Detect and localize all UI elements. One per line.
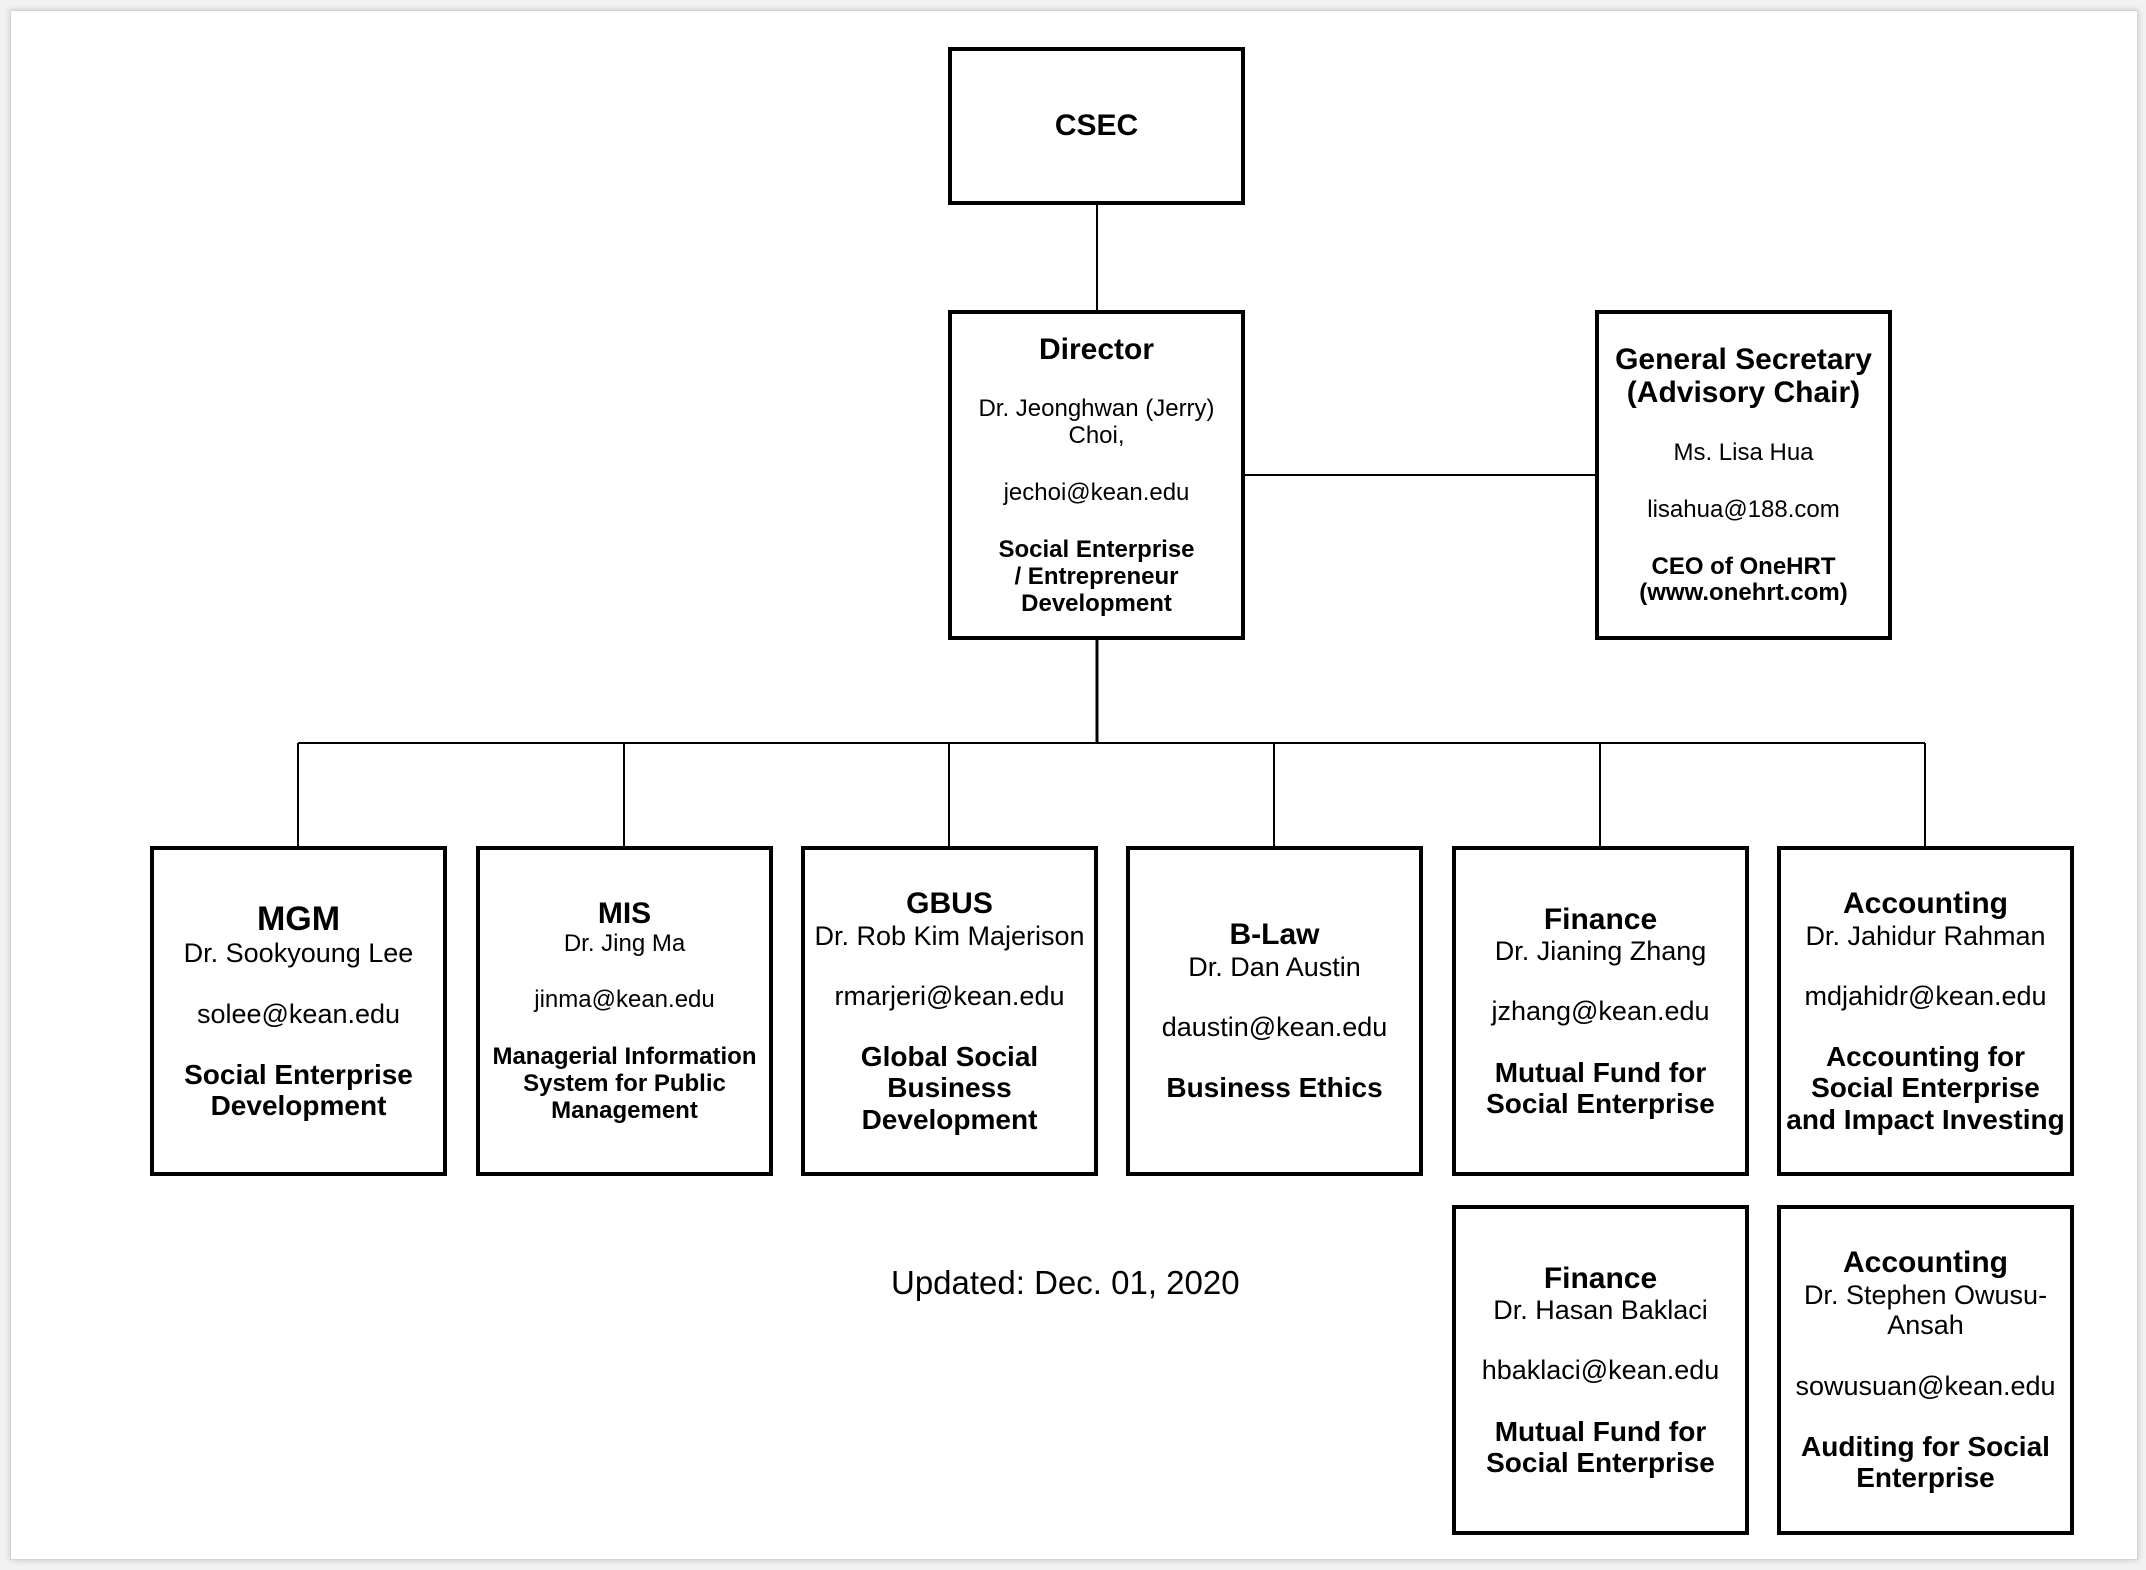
dept-specialty: Business Ethics: [1166, 1072, 1383, 1104]
dept-specialty: Accounting for Social Enterprise and Imp…: [1786, 1040, 2065, 1135]
secretary-box: General Secretary (Advisory Chair) Ms. L…: [1595, 310, 1892, 640]
dept-title: Finance: [1543, 902, 1658, 936]
dept-box-accounting-2: Accounting Dr. Stephen Owusu-Ansah sowus…: [1777, 1205, 2074, 1535]
director-role: Social Enterprise / Entrepreneur Develop…: [998, 535, 1195, 617]
dept-box-finance-2: Finance Dr. Hasan Baklaci hbaklaci@kean.…: [1452, 1205, 1749, 1535]
dept-person-name: Dr. Hasan Baklaci: [1493, 1295, 1708, 1326]
dept-person-name: Dr. Jianing Zhang: [1494, 936, 1707, 967]
dept-box-accounting: Accounting Dr. Jahidur Rahman mdjahidr@k…: [1777, 846, 2074, 1176]
director-email: jechoi@kean.edu: [1003, 478, 1190, 506]
dept-title: Finance: [1543, 1261, 1658, 1295]
secretary-role: CEO of OneHRT (www.onehrt.com): [1639, 552, 1848, 607]
dept-email: sowusuan@kean.edu: [1795, 1370, 2056, 1401]
dept-title: B-Law: [1229, 918, 1320, 952]
director-title: Director: [1038, 332, 1155, 366]
dept-specialty: Global Social Business Development: [860, 1040, 1039, 1135]
dept-box-gbus: GBUS Dr. Rob Kim Majerison rmarjeri@kean…: [801, 846, 1098, 1176]
dept-email: jzhang@kean.edu: [1491, 996, 1710, 1027]
secretary-name: Ms. Lisa Hua: [1673, 438, 1814, 466]
dept-email: mdjahidr@kean.edu: [1804, 980, 2047, 1011]
dept-title: MGM: [256, 900, 341, 939]
dept-person-name: Dr. Jahidur Rahman: [1805, 920, 2046, 951]
dept-title: Accounting: [1843, 1246, 2008, 1280]
dept-person-name: Dr. Stephen Owusu-Ansah: [1803, 1280, 2048, 1341]
dept-title: GBUS: [906, 886, 993, 920]
dept-specialty: Mutual Fund for Social Enterprise: [1486, 1056, 1715, 1120]
connector-lines: [297, 203, 1926, 847]
dept-email: hbaklaci@kean.edu: [1481, 1355, 1720, 1386]
dept-email: rmarjeri@kean.edu: [834, 980, 1065, 1011]
csec-title: CSEC: [1054, 109, 1139, 143]
dept-specialty: Social Enterprise Development: [184, 1058, 413, 1122]
dept-person-name: Dr. Jing Ma: [563, 929, 686, 957]
dept-specialty: Auditing for Social Enterprise: [1801, 1430, 2050, 1494]
dept-person-name: Dr. Dan Austin: [1188, 951, 1361, 982]
director-box: Director Dr. Jeonghwan (Jerry) Choi, jec…: [948, 310, 1245, 640]
dept-email: daustin@kean.edu: [1161, 1012, 1388, 1043]
org-chart-page: CSEC Director Dr. Jeonghwan (Jerry) Choi…: [10, 10, 2138, 1560]
dept-specialty: Managerial Information System for Public…: [492, 1043, 757, 1125]
dept-person-name: Dr. Sookyoung Lee: [183, 938, 414, 969]
dept-email: jinma@kean.edu: [534, 986, 715, 1014]
dept-person-name: Dr. Rob Kim Majerison: [814, 920, 1085, 951]
secretary-title: General Secretary (Advisory Chair): [1615, 342, 1872, 410]
dept-title: Accounting: [1843, 886, 2008, 920]
dept-title: MIS: [597, 897, 652, 931]
secretary-email: lisahua@188.com: [1647, 495, 1840, 523]
updated-date: Updated: Dec. 01, 2020: [891, 1264, 1240, 1301]
dept-email: solee@kean.edu: [196, 998, 401, 1029]
dept-box-mgm: MGM Dr. Sookyoung Lee solee@kean.edu Soc…: [150, 846, 447, 1176]
dept-specialty: Mutual Fund for Social Enterprise: [1486, 1415, 1715, 1479]
director-name: Dr. Jeonghwan (Jerry) Choi,: [978, 395, 1215, 450]
dept-box-blaw: B-Law Dr. Dan Austin daustin@kean.edu Bu…: [1126, 846, 1423, 1176]
dept-box-mis: MIS Dr. Jing Ma jinma@kean.edu Manageria…: [476, 846, 773, 1176]
csec-box: CSEC: [948, 47, 1245, 205]
dept-box-finance: Finance Dr. Jianing Zhang jzhang@kean.ed…: [1452, 846, 1749, 1176]
